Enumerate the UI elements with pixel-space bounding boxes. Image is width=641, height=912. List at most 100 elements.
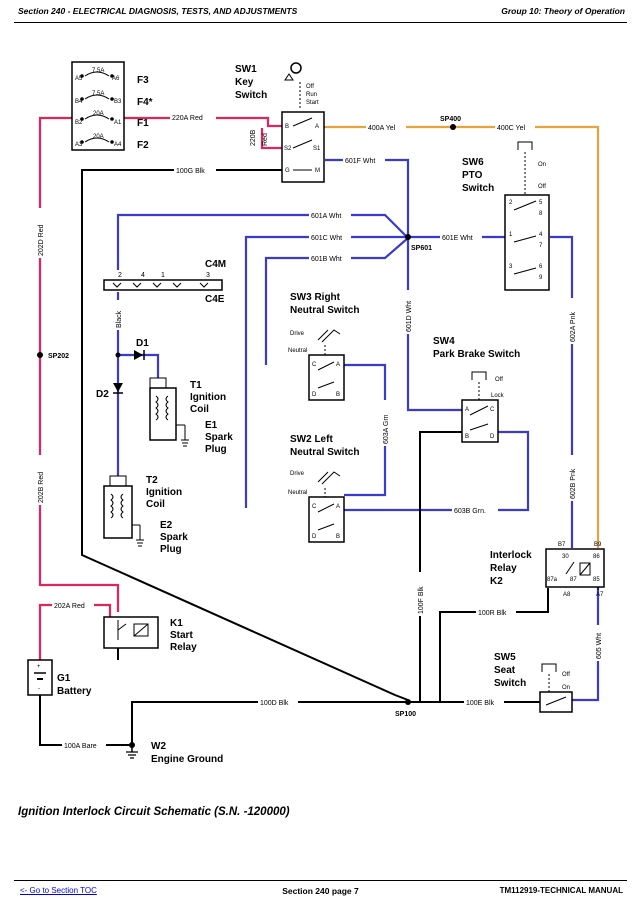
sw4-pos-lock: Lock: [491, 393, 505, 399]
k1-name-2: Relay: [170, 642, 197, 653]
sw3-right-neutral-switch: SW3 Right Neutral Switch Drive Neutral C…: [288, 292, 359, 401]
k2-pin-85: 85: [593, 577, 600, 583]
wire-603B: [344, 430, 530, 512]
schematic-diagram: SP400 SP601 SP202 SP100 220A Red 220B Re…: [27, 61, 605, 765]
sp601-dot: [405, 234, 411, 240]
label-202B: 202B Red: [38, 472, 45, 503]
svg-text:-: -: [38, 686, 40, 692]
sw3-pos-drive: Drive: [290, 331, 305, 337]
label-100F: 100F Blk: [418, 586, 425, 614]
sw3-tag: SW3 Right: [290, 292, 341, 303]
fuse-block: A5 A6 7.5A B4 B3 7.5A B2 A1 20A A3 A4 20…: [71, 61, 125, 151]
ignition-coil-t2: [103, 475, 144, 547]
sw3-pin-c: C: [312, 362, 317, 368]
k2-name-1: Interlock: [490, 550, 532, 561]
header-rule: [14, 22, 627, 23]
label-601C: 601C Wht: [311, 235, 342, 242]
wire-100A: [39, 695, 132, 746]
sw6-pin-3: 3: [509, 264, 513, 270]
sw3-pin-a: A: [336, 362, 340, 368]
e1-name-1: Spark: [205, 432, 233, 443]
connector-pin-2: 2: [118, 272, 122, 279]
label-100R: 100R Blk: [478, 610, 507, 617]
orange-wires: [325, 125, 600, 548]
sw5-pos-off: Off: [562, 672, 570, 678]
wire-220A: [38, 116, 78, 122]
label-black: Black: [116, 310, 123, 328]
wire-100D: [131, 701, 408, 745]
label-400A: 400A Yel: [368, 125, 396, 132]
sw1-pos-start: Start: [306, 100, 319, 106]
k2-pin-b9: B9: [594, 542, 602, 548]
d2-tag: D2: [96, 389, 109, 400]
diagram-caption: Ignition Interlock Circuit Schematic (S.…: [18, 806, 290, 818]
sw1-name-2: Switch: [235, 90, 267, 101]
label-202D: 202D Red: [38, 224, 45, 256]
sp202-dot: [37, 352, 43, 358]
label-202A: 202A Red: [54, 603, 85, 610]
page-number: Section 240 page 7: [282, 886, 359, 896]
section-toc-link[interactable]: <- Go to Section TOC: [20, 886, 97, 895]
w2-tag: W2: [151, 741, 166, 752]
connector-pin-3: 3: [206, 272, 210, 279]
sw1-pin-m: M: [315, 168, 320, 174]
sw4-pin-b: B: [465, 434, 469, 440]
fuse-f3-pin-b: A6: [112, 76, 120, 82]
sw1-pin-a: A: [315, 124, 319, 130]
sp202-label: SP202: [48, 353, 69, 360]
sw4-name: Park Brake Switch: [433, 349, 520, 360]
label-601B: 601B Wht: [311, 256, 342, 263]
label-100E: 100E Blk: [466, 700, 495, 707]
sw2-pin-c: C: [312, 504, 317, 510]
sw4-pin-d: D: [490, 434, 495, 440]
wire-605: [572, 585, 600, 702]
label-220B: 220B: [250, 129, 257, 146]
t2-name-1: Ignition: [146, 487, 182, 498]
sp400-label: SP400: [440, 116, 461, 123]
wire-601C: [244, 235, 408, 508]
fuse-f1-name: F1: [137, 118, 149, 129]
wire-400A-400C: [325, 125, 600, 548]
label-100G: 100G Blk: [176, 168, 205, 175]
sw6-pto-switch: SW6 PTO Switch On Off 2 5 8 1 4 7 3 6 9: [462, 141, 550, 291]
wire-labels: 220A Red 220B Red 400A Yel 400C Yel 100G…: [34, 111, 604, 751]
sw6-pin-7: 7: [539, 243, 543, 249]
wire-603A: [344, 363, 387, 497]
d-junction-dot: [115, 352, 121, 358]
sw1-key-switch: SW1 Key Switch Off Run Start B A S2 S1 G…: [235, 62, 325, 183]
sw2-tag: SW2 Left: [290, 434, 333, 445]
sw5-seat-switch: SW5 Seat Switch Off On: [494, 652, 573, 713]
fuse-f2-pin-a: A3: [75, 142, 83, 148]
e2-name-2: Plug: [160, 544, 182, 555]
fuse-f4-pin-a: B4: [75, 99, 83, 105]
sp100-dot: [405, 699, 411, 705]
e2-tag: E2: [160, 520, 173, 531]
k2-pin-a7: A7: [596, 592, 604, 598]
fuse-f1-rating: 20A: [93, 111, 104, 117]
sw2-pin-b: B: [336, 534, 340, 540]
sw1-pin-s2: S2: [284, 146, 292, 152]
k1-name-1: Start: [170, 630, 193, 641]
key-icon: [284, 62, 302, 81]
connector-c4: C4M C4E 2 4 1 3: [103, 259, 226, 305]
fuse-f2-name: F2: [137, 140, 149, 151]
fuse-f4-pin-b: B3: [114, 99, 122, 105]
sw5-tag: SW5: [494, 652, 516, 663]
connector-pin-1: 1: [161, 272, 165, 279]
sw6-pin-5: 5: [539, 200, 543, 206]
label-601E: 601E Wht: [442, 235, 473, 242]
diode-d1: D1: [134, 338, 149, 360]
sw3-pin-d: D: [312, 392, 317, 398]
wire-601A: [116, 213, 409, 270]
sw6-pin-2: 2: [509, 200, 513, 206]
fuse-f2-pin-b: A4: [114, 142, 122, 148]
manual-id: TM112919-TECHNICAL MANUAL: [499, 886, 623, 895]
label-220B-red: Red: [262, 133, 269, 146]
g1-tag: G1: [57, 673, 71, 684]
label-602A: 602A Pnk: [570, 312, 577, 342]
sw6-pin-1: 1: [509, 232, 513, 238]
ground-icon: [126, 745, 138, 759]
sw6-pin-9: 9: [539, 275, 543, 281]
fuse-f1-pin-b: A1: [114, 120, 122, 126]
sw1-pin-b: B: [285, 124, 289, 130]
